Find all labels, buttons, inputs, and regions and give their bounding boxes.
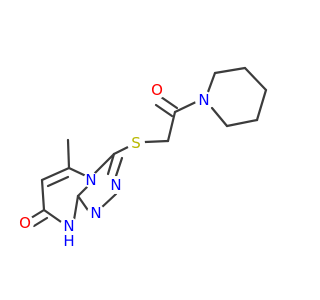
atom-o-lactam: O (16, 214, 34, 232)
bond-ch2-s (143, 139, 170, 144)
bond-c-ch2 (166, 110, 177, 143)
bond-pip-4 (255, 88, 268, 122)
bond-co-2 (154, 103, 174, 118)
bond-co-1 (159, 95, 179, 110)
bond-nbridge-c5 (67, 166, 88, 178)
atom-label-n-piperidine: N (198, 91, 209, 109)
bond-pip-5 (225, 118, 259, 128)
atom-label-nh-hydrogen: H (63, 232, 74, 250)
bond-c5-c6-1 (40, 166, 71, 182)
atom-s-thioether: S (127, 134, 145, 152)
atom-label-o-ketone: O (151, 81, 163, 99)
atom-label-n-bridge: N (85, 171, 96, 189)
bond-n-a-n-b (99, 192, 118, 210)
atom-n-piperidine: N (195, 91, 213, 109)
atom-n-triazole-a: N (107, 176, 125, 194)
molecule-structure: O N S N N N N H O (16, 66, 268, 250)
atom-n-bridge: N (83, 171, 99, 189)
atom-label-nh-ring: N (63, 217, 74, 235)
bond-nh-c8a (72, 194, 80, 222)
bond-c-nbridge (92, 152, 116, 176)
atom-o-ketone: O (148, 81, 166, 99)
atom-label-n-triazole-b: N (90, 204, 101, 222)
atom-label-n-triazole-a: N (110, 176, 121, 194)
bond-c7-nh (42, 208, 66, 226)
atom-label-o-lactam: O (19, 214, 31, 232)
bond-c-n-a-double (114, 156, 124, 178)
bond-c5-methyl (66, 138, 71, 170)
bond-pip-6 (210, 106, 229, 128)
atom-nh-ring: N H (60, 217, 78, 250)
bond-c-n-piperidine (173, 100, 198, 114)
bond-pip-1 (206, 71, 217, 94)
bond-c6-c7 (40, 178, 46, 212)
atom-label-s-thioether: S (131, 134, 141, 152)
atom-n-triazole-b: N (87, 204, 105, 222)
bond-c8a-nbridge (76, 184, 90, 198)
bond-c7-o-double (32, 216, 49, 228)
bond-pip-3 (243, 66, 268, 92)
bond-s-c-triazole (112, 145, 130, 156)
bond-c7-o (29, 208, 46, 220)
bond-pip-2 (213, 66, 247, 75)
bond-c-n-a (106, 152, 116, 176)
bond-c5-c6-2 (46, 175, 70, 188)
